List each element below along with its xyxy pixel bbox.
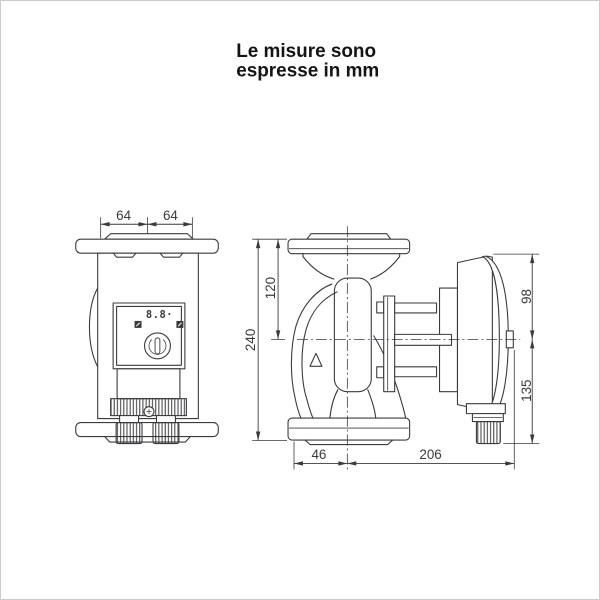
gland-neck xyxy=(119,415,140,424)
dim-widths-bottom: 46 206 xyxy=(293,349,515,470)
units-note: Le misure sono espresse in mm xyxy=(236,41,379,82)
cable-gland-left xyxy=(115,415,143,445)
dim-arrow xyxy=(275,330,281,340)
dim-206-label: 206 xyxy=(419,447,441,462)
dim-arrow xyxy=(255,431,261,441)
stud-top xyxy=(394,302,438,314)
side-view: 240 120 98 135 46 206 xyxy=(243,226,540,470)
dim-extension-lines xyxy=(100,217,193,239)
dim-arrow xyxy=(255,239,261,249)
dim-heights-right: 98 135 xyxy=(493,253,540,444)
dim-arrow xyxy=(505,461,515,466)
motor-flange-plate xyxy=(383,295,396,393)
dim-arrow xyxy=(138,222,148,227)
gland-body xyxy=(152,422,180,445)
bottom-flange xyxy=(287,417,411,441)
gland-neck xyxy=(155,415,176,424)
flow-direction-triangle-icon xyxy=(309,352,323,367)
dim-64-right-label: 64 xyxy=(163,208,178,223)
top-plate xyxy=(306,233,392,240)
volute xyxy=(290,253,407,419)
motor-body xyxy=(456,255,493,413)
bottom-plate xyxy=(304,439,394,446)
dim-arrow xyxy=(530,339,535,349)
gland-body xyxy=(115,422,143,445)
dim-arrow xyxy=(147,222,157,227)
dim-ports-64-64: 64 64 xyxy=(100,208,193,239)
dim-arrow xyxy=(275,239,281,249)
button-left-arrow-icon xyxy=(135,322,141,327)
body-top-tabs xyxy=(113,253,183,258)
bottom-flange xyxy=(75,422,219,438)
dim-heights-left: 240 120 xyxy=(243,238,288,441)
volute-lower-left xyxy=(329,389,339,419)
screw-cross-icon xyxy=(146,409,152,415)
motor-housing xyxy=(456,255,514,445)
dim-98-label: 98 xyxy=(519,289,534,304)
neck-left xyxy=(302,253,335,280)
units-note-line1: Le misure sono xyxy=(236,41,376,62)
dim-arrow xyxy=(530,254,535,264)
led-display: 8.8· xyxy=(146,309,173,321)
cable-gland-right xyxy=(152,415,180,445)
top-flange xyxy=(287,238,411,255)
volute-outer-right xyxy=(373,335,407,419)
dim-arrow xyxy=(530,330,535,340)
volute-silhouette-arc xyxy=(88,287,99,368)
dim-arrow xyxy=(347,461,357,466)
dim-64-left-label: 64 xyxy=(116,208,131,223)
dim-arrow xyxy=(530,434,535,444)
volute-lower-right xyxy=(367,389,377,419)
dim-arrow xyxy=(338,461,348,466)
dim-arrow xyxy=(294,461,303,466)
rotor-can xyxy=(333,277,372,393)
top-plate xyxy=(104,233,194,240)
dim-240-label: 240 xyxy=(243,329,258,351)
bottom-plate xyxy=(104,435,191,443)
bolt-nub-top xyxy=(376,301,385,314)
dim-46-label: 46 xyxy=(311,447,326,462)
dim-lines xyxy=(257,239,279,441)
terminal-box xyxy=(465,403,506,415)
cable-gland-side xyxy=(475,421,501,445)
top-flange xyxy=(75,238,219,254)
module-lower-section xyxy=(116,368,181,400)
front-view: 64 64 8.8· xyxy=(75,208,219,445)
pump-shaft xyxy=(394,333,453,346)
control-module: 8.8· xyxy=(112,302,186,370)
dim-135-label: 135 xyxy=(519,379,534,401)
bolt-nub-bottom xyxy=(376,366,385,379)
dim-120-label: 120 xyxy=(263,277,278,299)
volute-inner-left xyxy=(301,291,338,419)
dim-extension-lines xyxy=(493,253,540,444)
stud-bottom xyxy=(394,366,438,378)
volute-outer-left xyxy=(290,283,333,419)
knob-slot xyxy=(154,337,161,355)
dim-extension-lines xyxy=(293,349,515,470)
button-right-arrow-icon xyxy=(177,322,182,327)
dim-arrow xyxy=(183,222,193,227)
dim-arrow xyxy=(100,222,110,227)
neck-right xyxy=(370,253,401,280)
motor-coupling xyxy=(376,287,459,393)
units-note-line2: espresse in mm xyxy=(236,61,379,82)
